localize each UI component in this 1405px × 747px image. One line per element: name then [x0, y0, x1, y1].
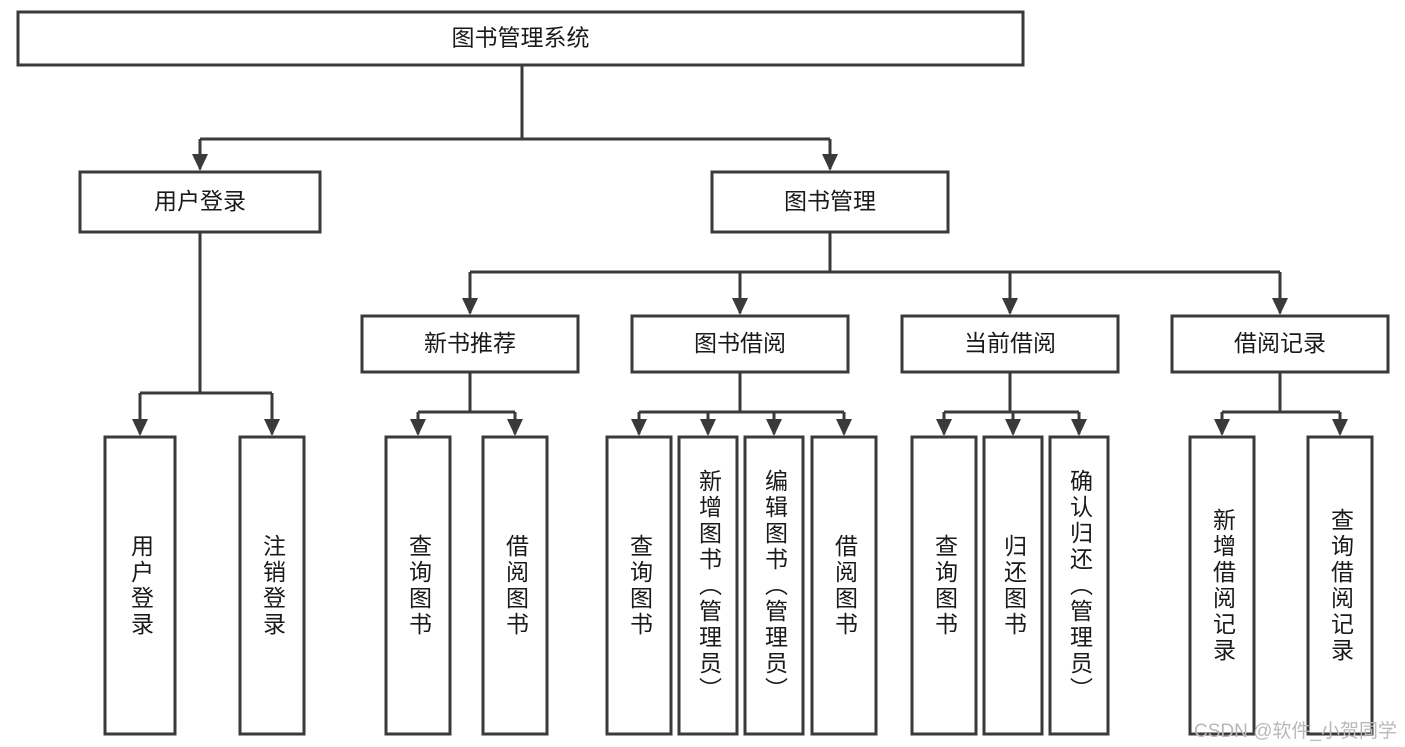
arrow-head-icon-leaf-borrow-book-1 [507, 419, 523, 436]
arrow-head-icon-leaf-add-book-admin [700, 419, 716, 436]
arrow-head-icon-current-borrow [1002, 298, 1018, 315]
node-box-root[interactable] [16, 10, 1025, 67]
node-box-leaf-query-book-3[interactable] [910, 435, 978, 736]
arrow-head-icon-borrow-records [1272, 298, 1288, 315]
arrow-head-icon-book-borrow [732, 298, 748, 315]
node-box-user-login[interactable] [78, 170, 322, 234]
arrow-head-icon-leaf-query-book-2 [631, 419, 647, 436]
node-box-leaf-return-book[interactable] [982, 435, 1044, 736]
node-box-leaf-borrow-book-1[interactable] [481, 435, 549, 736]
node-box-leaf-query-book-1[interactable] [384, 435, 452, 736]
node-boxes-layer [16, 10, 1390, 736]
watermark-text: CSDN @软件_小贺同学 [1194, 721, 1397, 742]
node-box-leaf-add-book-admin[interactable] [677, 435, 739, 736]
node-box-leaf-add-record[interactable] [1188, 435, 1256, 736]
node-label-current-borrow: 当前借阅 [964, 330, 1056, 356]
node-box-book-manage[interactable] [710, 170, 950, 234]
connector-lines-layer [132, 65, 1348, 436]
arrow-head-icon-leaf-add-record [1214, 419, 1230, 436]
arrow-head-icon-leaf-confirm-return [1071, 419, 1087, 436]
arrow-head-icon-leaf-logout [264, 419, 280, 436]
arrow-head-icon-leaf-query-book-1 [410, 419, 426, 436]
node-box-leaf-query-record[interactable] [1306, 435, 1374, 736]
arrow-head-icon-leaf-borrow-book-2 [836, 419, 852, 436]
node-label-borrow-records: 借阅记录 [1234, 330, 1326, 356]
arrow-head-icon-book-manage [822, 154, 838, 171]
node-box-borrow-records[interactable] [1170, 314, 1390, 374]
node-label-new-book-rec: 新书推荐 [424, 330, 516, 356]
arrow-head-icon-leaf-query-record [1332, 419, 1348, 436]
node-box-leaf-logout[interactable] [238, 435, 306, 736]
node-box-leaf-user-login[interactable] [103, 435, 177, 736]
node-box-leaf-query-book-2[interactable] [605, 435, 673, 736]
node-label-root: 图书管理系统 [452, 25, 590, 51]
arrow-head-icon-new-book-rec [462, 298, 478, 315]
arrow-head-icon-leaf-user-login [132, 419, 148, 436]
node-box-leaf-borrow-book-2[interactable] [810, 435, 878, 736]
node-label-book-borrow: 图书借阅 [694, 330, 786, 356]
node-box-leaf-confirm-return[interactable] [1048, 435, 1110, 736]
arrow-head-icon-user-login [192, 154, 208, 171]
arrow-head-icon-leaf-edit-book-admin [766, 419, 782, 436]
arrow-head-icon-leaf-return-book [1005, 419, 1021, 436]
node-label-user-login: 用户登录 [154, 188, 246, 214]
node-box-leaf-edit-book-admin[interactable] [743, 435, 805, 736]
node-label-book-manage: 图书管理 [784, 188, 876, 214]
node-box-current-borrow[interactable] [900, 314, 1120, 374]
node-box-book-borrow[interactable] [630, 314, 850, 374]
arrow-head-icon-leaf-query-book-3 [936, 419, 952, 436]
node-box-new-book-rec[interactable] [360, 314, 580, 374]
